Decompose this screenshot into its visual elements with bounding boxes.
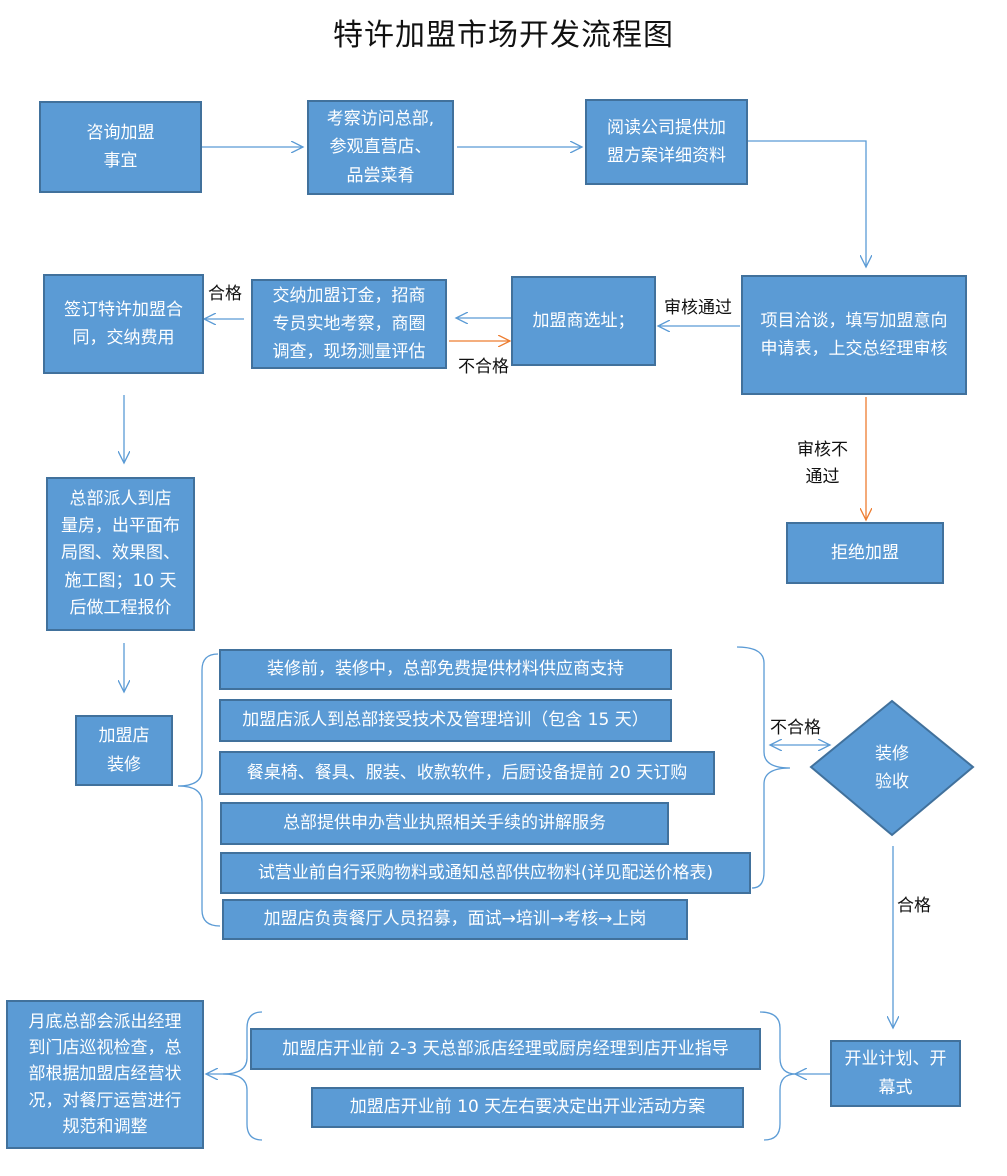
renovation-task-5: 试营业前自行采购物料或通知总部供应物料(详见配送价格表)	[220, 852, 751, 894]
label-fail: 不合格	[458, 357, 509, 377]
node-consult: 咨询加盟 事宜	[39, 101, 202, 193]
label-approved: 审核通过	[664, 298, 732, 318]
node-renovate: 加盟店 装修	[75, 715, 173, 786]
page-title: 特许加盟市场开发流程图	[333, 18, 674, 53]
label-pass: 合格	[208, 284, 242, 304]
node-contract: 签订特许加盟合 同，交纳费用	[43, 274, 204, 374]
node-opening: 开业计划、开 幕式	[830, 1040, 961, 1107]
brace-renovation-right	[736, 646, 791, 889]
renovation-task-1: 装修前，装修中，总部免费提供材料供应商支持	[219, 649, 672, 690]
label-inspect-fail: 不合格	[770, 718, 821, 738]
brace-opening-right	[759, 1011, 797, 1141]
node-deposit: 交纳加盟订金，招商 专员实地考察，商圈 调查，现场测量评估	[251, 279, 447, 369]
opening-task-2: 加盟店开业前 10 天左右要决定出开业活动方案	[311, 1087, 744, 1128]
node-site: 加盟商选址；	[511, 276, 656, 366]
renovation-task-4: 总部提供申办营业执照相关手续的讲解服务	[220, 802, 669, 845]
node-monthly: 月底总部会派出经理 到门店巡视检查，总 部根据加盟店经营状 况，对餐厅运营进行 …	[6, 1000, 204, 1149]
label-inspect-pass: 合格	[897, 896, 931, 916]
node-inspect-label: 装修 验收	[875, 744, 909, 793]
renovation-task-6: 加盟店负责餐厅人员招募，面试→培训→考核→上岗	[222, 899, 688, 940]
renovation-task-3: 餐桌椅、餐具、服装、收款软件，后厨设备提前 20 天订购	[219, 751, 715, 795]
renovation-task-2: 加盟店派人到总部接受技术及管理培训（包含 15 天）	[219, 699, 672, 742]
label-not-approved: 审核不 通过	[797, 440, 848, 488]
node-negotiate: 项目洽谈，填写加盟意向 申请表，上交总经理审核	[741, 275, 967, 395]
arrow-read-negotiate	[748, 140, 866, 267]
opening-task-1: 加盟店开业前 2-3 天总部派店经理或厨房经理到店开业指导	[250, 1028, 761, 1070]
node-read: 阅读公司提供加 盟方案详细资料	[585, 99, 748, 185]
brace-renovation-left	[177, 653, 221, 927]
node-measure: 总部派人到店 量房，出平面布 局图、效果图、 施工图；10 天 后做工程报价	[46, 477, 195, 631]
inspect-diamond-shape	[809, 699, 975, 837]
node-reject: 拒绝加盟	[786, 522, 944, 584]
node-visit: 考察访问总部, 参观直营店、 品尝菜肴	[307, 100, 454, 195]
